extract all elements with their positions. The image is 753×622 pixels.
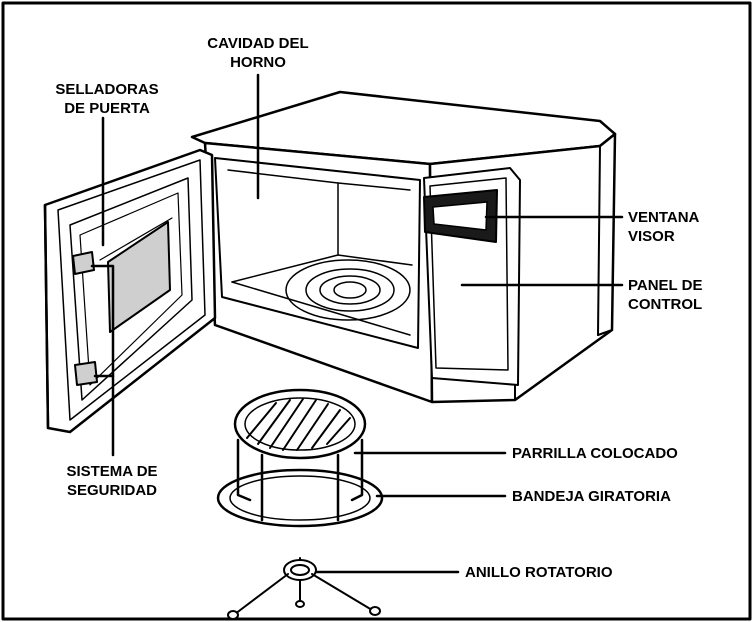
label-roller-ring: ANILLO ROTATORIO [465, 564, 613, 581]
oven-cavity [214, 157, 421, 349]
label-turntable: BANDEJA GIRATORIA [512, 488, 671, 505]
label-control-panel: PANEL DE CONTROL [628, 276, 702, 314]
label-rack: PARRILLA COLOCADO [512, 445, 678, 462]
label-control-panel-line1: PANEL DE [628, 277, 703, 294]
label-oven-cavity-line1: CAVIDAD DEL [207, 35, 309, 52]
label-viewing-window-line2: VISOR [628, 228, 675, 245]
label-viewing-window-line1: VENTANA [628, 209, 700, 226]
label-safety-system: SISTEMA DE SEGURIDAD [42, 462, 182, 500]
cooking-rack [233, 388, 367, 522]
label-safety-system-line1: SISTEMA DE [66, 463, 158, 480]
label-control-panel-line2: CONTROL [628, 296, 703, 313]
oven-door [43, 148, 217, 434]
label-viewing-window: VENTANA VISOR [628, 208, 699, 246]
control-panel-shape [423, 167, 521, 403]
label-door-seals: SELLADORAS DE PUERTA [42, 80, 172, 118]
label-oven-cavity: CAVIDAD DEL HORNO [188, 34, 328, 72]
safety-latches [72, 251, 98, 386]
door-seal [99, 217, 173, 261]
label-door-seals-line2: DE PUERTA [64, 100, 150, 117]
turntable-tray [216, 468, 384, 528]
leader-safety-system-top [90, 264, 115, 457]
label-door-seals-line1: SELLADORAS [55, 81, 159, 98]
leader-lines [90, 73, 624, 574]
label-safety-system-line2: SEGURIDAD [66, 482, 157, 499]
roller-ring [227, 557, 381, 620]
glass-tray [285, 259, 411, 321]
label-oven-cavity-line2: HORNO [230, 54, 286, 71]
